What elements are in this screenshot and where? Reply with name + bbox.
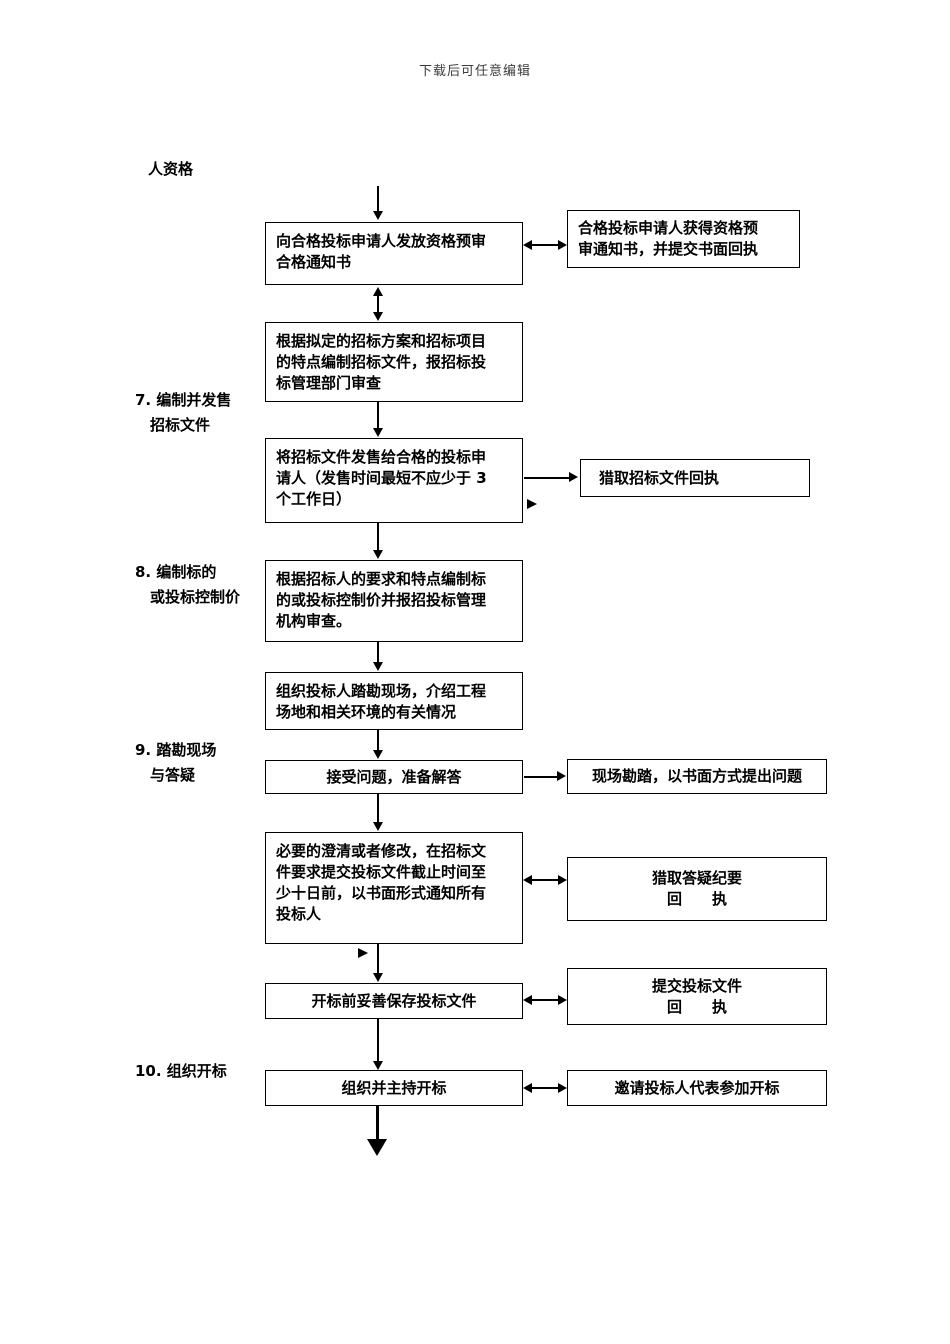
connector-vline: [377, 1019, 379, 1062]
stray-arrow-right-icon: [527, 499, 537, 509]
arrow-down-icon: [373, 662, 383, 671]
arrow-right-icon: [558, 240, 567, 250]
arrow-down-icon: [373, 550, 383, 559]
connector-vline: [377, 295, 379, 313]
arrow-right-icon: [558, 875, 567, 885]
arrow-down-icon: [373, 750, 383, 759]
flow-box-prepare-tender-documents: 根据拟定的招标方案和招标项目 的特点编制招标文件，报招标投 标管理部门审查: [265, 322, 523, 402]
flow-box-keep-bid-documents: 开标前妥善保存投标文件: [265, 983, 523, 1019]
connector-vline: [377, 402, 379, 429]
arrow-down-icon: [373, 822, 383, 831]
flow-box-tender-document-receipt: 猎取招标文件回执: [580, 459, 810, 497]
flow-box-site-survey-questions: 现场勘踏，以书面方式提出问题: [567, 759, 827, 794]
connector-hline: [524, 776, 558, 778]
connector-hline: [524, 477, 569, 479]
connector-hline: [531, 244, 559, 246]
flow-box-organize-site-visit: 组织投标人踏勘现场，介绍工程 场地和相关环境的有关情况: [265, 672, 523, 730]
terminal-arrow-down-icon: [367, 1139, 387, 1156]
arrow-right-icon: [558, 995, 567, 1005]
flow-box-accept-questions: 接受问题，准备解答: [265, 760, 523, 794]
label-step-10: 10. 组织开标: [135, 1062, 227, 1080]
arrow-right-icon: [557, 771, 566, 781]
stray-arrow-right-icon: [358, 948, 368, 958]
label-step-7: 7. 编制并发售 招标文件: [135, 391, 232, 434]
connector-vline-top: [377, 186, 379, 212]
connector-vline-terminal: [376, 1106, 379, 1140]
flow-box-host-bid-opening: 组织并主持开标: [265, 1070, 523, 1106]
arrow-down-icon: [373, 1061, 383, 1070]
arrow-right-icon: [569, 472, 578, 482]
flow-box-issue-prequalification-notice: 向合格投标申请人发放资格预审 合格通知书: [265, 222, 523, 285]
connector-vline: [377, 730, 379, 751]
watermark-text: 下载后可任意编辑: [418, 64, 531, 79]
label-step-9: 9. 踏勘现场 与答疑: [135, 741, 217, 784]
arrow-left-icon: [523, 1083, 532, 1093]
flow-box-receive-prequalification-notice: 合格投标申请人获得资格预 审通知书，并提交书面回执: [567, 210, 800, 268]
flow-box-sell-tender-documents: 将招标文件发售给合格的投标申 请人（发售时间最短不应少于 3 个工作日）: [265, 438, 523, 523]
arrow-down-icon: [373, 973, 383, 982]
arrow-up-icon: [373, 287, 383, 296]
connector-vline: [377, 794, 379, 823]
arrow-down-icon: [373, 312, 383, 321]
connector-hline: [531, 879, 559, 881]
arrow-right-icon: [558, 1083, 567, 1093]
flow-box-submit-bid-receipt: 提交投标文件 回 执: [567, 968, 827, 1025]
flow-box-clarification-notice: 必要的澄清或者修改，在招标文 件要求提交投标文件截止时间至 少十日前，以书面形式…: [265, 832, 523, 944]
connector-vline: [377, 523, 379, 551]
connector-vline: [377, 944, 379, 974]
arrow-left-icon: [523, 240, 532, 250]
arrow-left-icon: [523, 875, 532, 885]
label-applicant-qualification: 人资格: [148, 160, 194, 178]
flow-box-prepare-base-price: 根据招标人的要求和特点编制标 的或投标控制价并报招投标管理 机构审查。: [265, 560, 523, 642]
flow-box-qa-minutes-receipt: 猎取答疑纪要 回 执: [567, 857, 827, 921]
flow-box-invite-bidder-reps: 邀请投标人代表参加开标: [567, 1070, 827, 1106]
arrow-down-icon: [373, 211, 383, 220]
connector-vline: [377, 642, 379, 663]
label-step-8: 8. 编制标的 或投标控制价: [135, 563, 241, 606]
arrow-down-icon: [373, 428, 383, 437]
connector-hline: [531, 1087, 559, 1089]
connector-hline: [531, 999, 559, 1001]
arrow-left-icon: [523, 995, 532, 1005]
